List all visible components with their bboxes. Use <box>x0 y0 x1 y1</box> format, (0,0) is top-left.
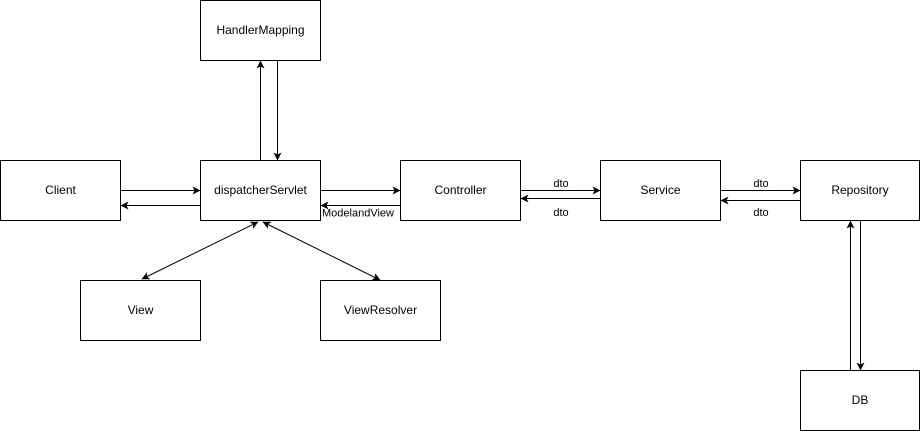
node-db: DB <box>800 370 920 431</box>
node-service-label: Service <box>640 183 680 197</box>
node-handler-mapping-label: HandlerMapping <box>216 23 304 37</box>
edge-label-repository-to-service: dto <box>753 207 768 219</box>
node-db-label: DB <box>852 393 869 407</box>
node-controller-label: Controller <box>434 183 486 197</box>
edge-dispatcher-view <box>141 221 259 280</box>
node-repository: Repository <box>800 160 920 221</box>
node-view-label: View <box>128 303 154 317</box>
node-client: Client <box>0 160 121 221</box>
edge-label-controller-to-service: dto <box>553 178 568 190</box>
node-repository-label: Repository <box>831 183 888 197</box>
edge-label-modelandview: ModelandView <box>322 208 394 220</box>
node-client-label: Client <box>45 183 76 197</box>
node-view: View <box>80 280 201 341</box>
node-handler-mapping: HandlerMapping <box>200 0 321 61</box>
node-dispatcher-servlet: dispatcherServlet <box>200 160 321 221</box>
edge-label-service-to-repository: dto <box>753 178 768 190</box>
node-service: Service <box>600 160 721 221</box>
node-dispatcher-servlet-label: dispatcherServlet <box>214 183 307 197</box>
edge-label-service-to-controller: dto <box>553 207 568 219</box>
edge-dispatcher-view-resolver <box>262 221 381 281</box>
node-controller: Controller <box>400 160 521 221</box>
node-view-resolver: ViewResolver <box>320 280 441 341</box>
node-view-resolver-label: ViewResolver <box>344 303 417 317</box>
